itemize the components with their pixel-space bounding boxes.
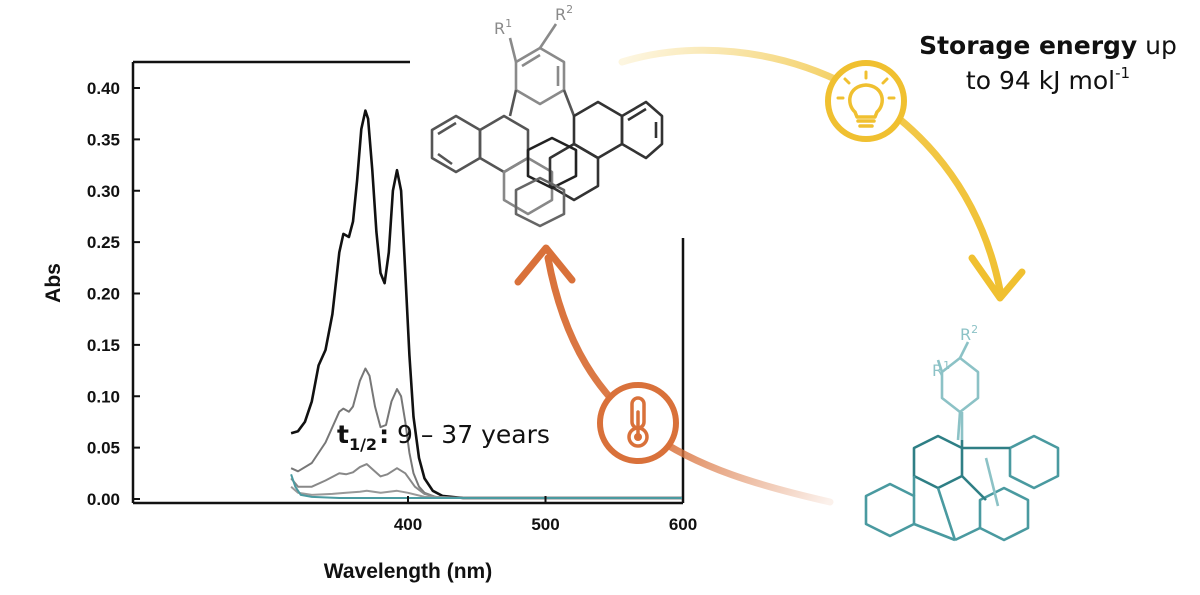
x-tick-label: 600 xyxy=(669,515,697,534)
y-tick-label: 0.20 xyxy=(87,285,120,304)
series-line-1 xyxy=(290,367,683,499)
x-axis-title: Wavelength (nm) xyxy=(324,560,492,583)
y-tick-label: 0.40 xyxy=(87,79,120,98)
x-axis-ticks: 400 500 600 xyxy=(394,496,697,534)
thermal-arrow xyxy=(544,254,834,506)
y-tick-label: 0.35 xyxy=(87,130,120,149)
half-life-value: 9 – 37 years xyxy=(389,420,550,449)
lightbulb-icon xyxy=(825,60,907,142)
series-line-3 xyxy=(290,485,683,499)
isomer-r2-label: R2 xyxy=(960,323,978,344)
half-life-sub: 1/2 xyxy=(349,435,377,454)
storage-energy-rest: up xyxy=(1137,31,1177,60)
thermometer-icon xyxy=(597,382,679,464)
storage-energy-sup: -1 xyxy=(1115,64,1130,82)
series-line-4 xyxy=(290,473,683,499)
half-life-colon: : xyxy=(379,420,389,449)
series-line-2 xyxy=(290,463,683,499)
y-axis-title: Abs xyxy=(42,263,65,303)
series-line-0 xyxy=(290,109,683,500)
y-tick-label: 0.10 xyxy=(87,387,120,406)
storage-energy-line1: Storage energy up xyxy=(919,31,1177,60)
parent-r2-label: R2 xyxy=(555,3,573,24)
half-life-t: t xyxy=(337,420,349,449)
parent-r1-label: R1 xyxy=(494,17,512,38)
x-tick-label: 400 xyxy=(394,515,422,534)
light-arrow xyxy=(618,46,1004,294)
y-tick-label: 0.05 xyxy=(87,439,120,458)
light-arrowhead xyxy=(968,254,1026,302)
half-life-label: t1/2: 9 – 37 years xyxy=(337,420,550,454)
x-tick-label: 500 xyxy=(531,515,559,534)
absorbance-chart: 0.00 0.05 0.10 0.15 0.20 0.25 0.30 0.35 0.40 400… xyxy=(42,60,697,583)
thermal-arrowhead xyxy=(514,244,576,286)
y-axis-ticks: 0.00 0.05 0.10 0.15 0.20 0.25 0.30 0.35 0.40 xyxy=(87,79,140,509)
y-tick-label: 0.25 xyxy=(87,233,120,252)
y-tick-label: 0.30 xyxy=(87,182,120,201)
isomer-r1-label: R1 xyxy=(932,359,950,380)
storage-energy-line2: to 94 kJ mol-1 xyxy=(966,64,1130,95)
y-tick-label: 0.15 xyxy=(87,336,120,355)
y-tick-label: 0.00 xyxy=(87,490,120,509)
photoisomer-molecule: R1 R2 xyxy=(864,323,1060,542)
parent-molecule: R1 R2 xyxy=(430,3,664,228)
storage-energy-value: to 94 kJ mol xyxy=(966,66,1115,95)
storage-energy-bold: Storage energy xyxy=(919,31,1137,60)
